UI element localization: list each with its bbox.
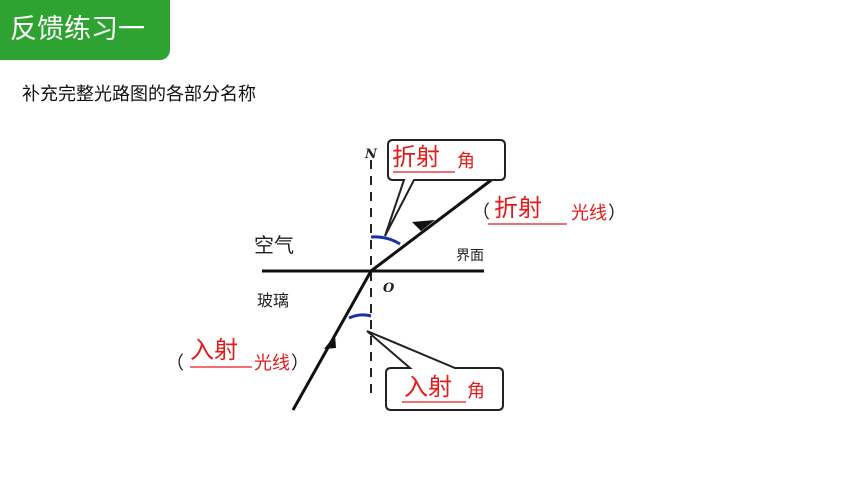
refracted-ray — [370, 176, 495, 273]
incident-ray-answer: 入射 — [190, 336, 238, 364]
incidence-angle-answer: 入射 — [404, 373, 452, 401]
refracted-ray-answer: 折射 — [494, 194, 542, 222]
refraction-angle-arc — [370, 235, 401, 246]
origin-label: O — [383, 281, 395, 296]
instruction-text: 补充完整光路图的各部分名称 — [22, 84, 256, 105]
refraction-angle-answer: 折射 — [392, 143, 440, 171]
medium-air-label: 空气 — [254, 233, 294, 257]
refracted-ray-suffix: 光线 — [571, 203, 607, 224]
title-badge: 反馈练习一 — [0, 0, 170, 60]
refracted-ray-arrowhead — [412, 220, 435, 231]
refraction-angle-callout — [384, 139, 506, 237]
incidence-angle-arc — [348, 313, 372, 320]
refracted-ray-open-paren: （ — [472, 202, 490, 223]
incident-ray-open-paren: （ — [166, 353, 184, 374]
normal-label: N — [364, 147, 378, 162]
refracted-ray-close-paren: ） — [608, 203, 626, 224]
incident-ray-arrowhead — [324, 335, 336, 349]
medium-glass-label: 玻璃 — [257, 291, 289, 310]
refraction-angle-suffix: 角 — [457, 151, 475, 172]
incidence-angle-suffix: 角 — [467, 381, 485, 402]
incidence-angle-callout — [366, 330, 504, 411]
interface-label: 界面 — [456, 248, 484, 264]
incident-ray-close-paren: ） — [291, 353, 309, 374]
incident-ray-suffix: 光线 — [254, 353, 290, 374]
